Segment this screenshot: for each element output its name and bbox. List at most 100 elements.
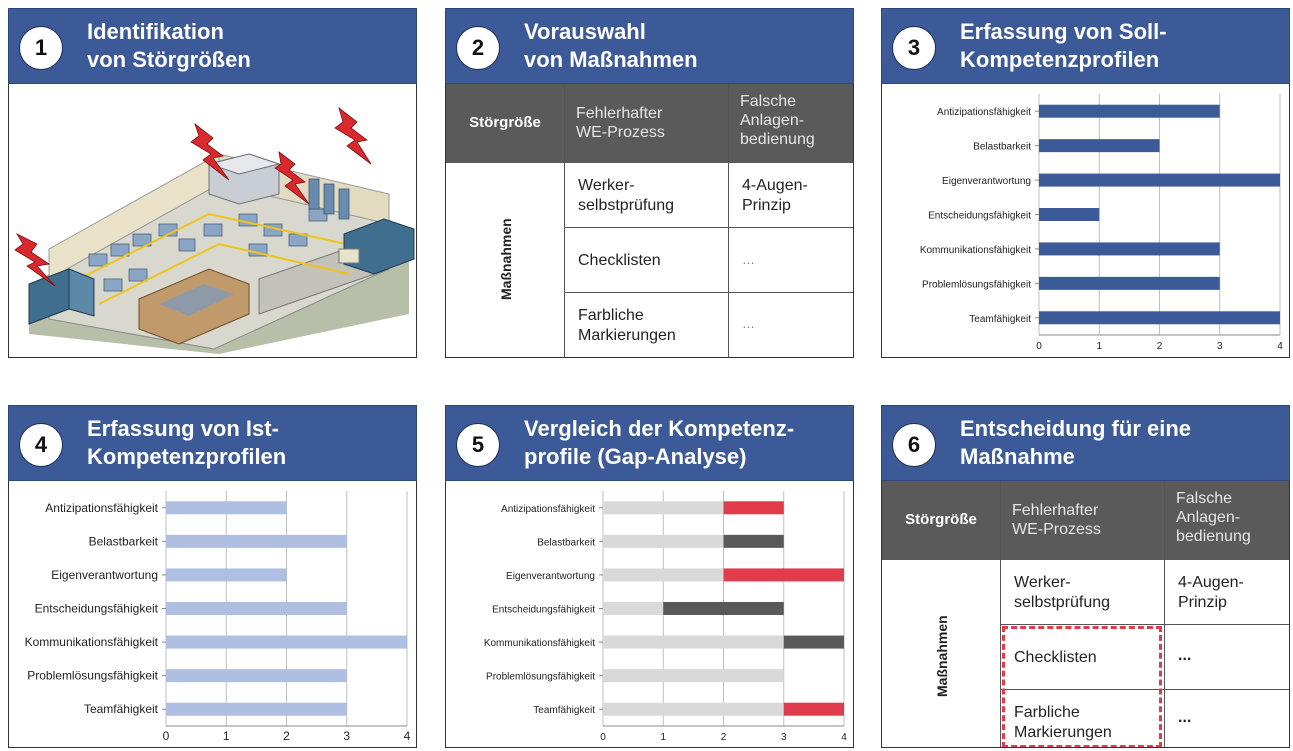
divider	[564, 227, 853, 228]
col2-line1: Falsche	[740, 93, 797, 110]
tick-label: 3	[1217, 341, 1223, 352]
category-label: Antizipationsfähigkeit	[937, 107, 1031, 118]
header-col-1: Fehlerhafter WE-Prozess	[1012, 501, 1101, 539]
panel-header: 4 Erfassung von Ist- Kompetenzprofilen	[8, 405, 417, 481]
panel-6: 6 Entscheidung für eine Maßnahme Störgrö…	[881, 405, 1290, 751]
header-col-2: Falsche Anlagen- bedienung	[740, 92, 815, 149]
bar	[783, 635, 844, 649]
r1c1-line1: Werker-	[1014, 574, 1071, 591]
step-number: 5	[456, 423, 500, 467]
header-col-2: Falsche Anlagen- bedienung	[1176, 489, 1251, 546]
r1c1-line1: Werker-	[578, 177, 635, 194]
panel-title: Erfassung von Ist- Kompetenzprofilen	[87, 415, 286, 471]
bar	[603, 534, 724, 548]
category-label: Problemlösungsfähigkeit	[486, 672, 595, 683]
bar	[166, 534, 347, 548]
bar	[603, 669, 784, 683]
bar	[783, 702, 844, 716]
bar	[1039, 276, 1220, 290]
step-number: 3	[892, 26, 936, 70]
bar	[603, 635, 784, 649]
panel-header: 6 Entscheidung für eine Maßnahme	[881, 405, 1290, 481]
category-label: Entscheidungsfähigkeit	[928, 211, 1031, 222]
bar	[166, 501, 287, 515]
r3c1-line1: Farbliche	[578, 307, 644, 324]
header-label: Störgröße	[905, 511, 977, 528]
tick-label: 3	[343, 729, 350, 743]
bar	[603, 702, 784, 716]
divider	[564, 292, 853, 293]
panel-3: 3 Erfassung von Soll- Kompetenzprofilen …	[881, 8, 1290, 358]
bar	[723, 534, 784, 548]
r1c2-line1: 4-Augen-	[1178, 574, 1244, 591]
cell-werker: Werker- selbstprüfung	[578, 176, 674, 216]
tick-label: 2	[283, 729, 290, 743]
r1c2-line1: 4-Augen-	[742, 177, 808, 194]
category-label: Problemlösungsfähigkeit	[27, 669, 158, 683]
tick-label: 1	[1096, 341, 1102, 352]
title-line-2: profile (Gap-Analyse)	[524, 444, 747, 469]
title-line-1: Vergleich der Kompetenz-	[524, 416, 795, 441]
r3c1-line2: Markierungen	[578, 327, 676, 344]
step-number: 2	[456, 26, 500, 70]
title-line-1: Vorauswahl	[524, 19, 646, 44]
category-label: Belastbarkeit	[537, 537, 595, 548]
cell-ellipsis: …	[742, 252, 755, 267]
tick-label: 1	[660, 732, 666, 743]
panel-header: 1 Identifikation von Störgrößen	[8, 8, 417, 84]
bar	[723, 568, 844, 582]
bar	[166, 602, 347, 615]
row-label: Maßnahmen	[934, 615, 950, 697]
bar	[663, 602, 784, 615]
panel-title: Entscheidung für eine Maßnahme	[960, 415, 1191, 471]
panel-title: Vergleich der Kompetenz- profile (Gap-An…	[524, 415, 794, 471]
col1-line2: WE-Prozess	[576, 124, 665, 141]
category-label: Belastbarkeit	[89, 534, 159, 548]
cell-4-augen: 4-Augen- Prinzip	[1178, 573, 1244, 613]
bar	[1039, 104, 1220, 118]
title-line-1: Identifikation	[87, 19, 224, 44]
col2-line2: Anlagen-	[740, 112, 805, 129]
tick-label: 1	[223, 729, 230, 743]
title-line-2: von Maßnahmen	[524, 47, 698, 72]
tick-label: 4	[841, 732, 847, 743]
bar	[1039, 311, 1280, 325]
r1c2-line2: Prinzip	[1178, 594, 1227, 611]
cell-werker: Werker- selbstprüfung	[1014, 573, 1110, 613]
category-label: Teamfähigkeit	[84, 702, 159, 716]
title-line-2: Kompetenzprofilen	[87, 444, 287, 469]
tick-label: 0	[600, 732, 606, 743]
panel-header: 3 Erfassung von Soll- Kompetenzprofilen	[881, 8, 1290, 84]
tick-label: 4	[404, 729, 411, 743]
bar	[1039, 139, 1160, 153]
table-header-row	[882, 481, 1289, 560]
bar	[166, 669, 347, 683]
col2-line2: Anlagen-	[1176, 509, 1241, 526]
factory-illustration	[14, 106, 415, 354]
r1c1-line2: selbstprüfung	[578, 197, 675, 214]
bar	[1039, 208, 1100, 221]
bar	[723, 501, 784, 515]
divider	[1000, 689, 1289, 690]
cell-ellipsis: …	[742, 316, 755, 331]
panel-header: 2 Vorauswahl von Maßnahmen	[445, 8, 854, 84]
divider	[728, 84, 729, 357]
divider	[1164, 481, 1165, 747]
cell-checklisten: Checklisten	[1014, 649, 1097, 666]
divider	[1000, 624, 1289, 625]
step-number: 6	[892, 423, 936, 467]
tick-label: 4	[1277, 341, 1283, 352]
title-line-2: von Störgrößen	[87, 47, 251, 72]
step-number: 4	[19, 423, 63, 467]
col2-line3: bedienung	[740, 131, 815, 148]
bar	[166, 568, 287, 582]
bar	[603, 602, 664, 615]
bar	[603, 501, 724, 515]
category-label: Eigenverantwortung	[506, 571, 595, 582]
row-label: Maßnahmen	[498, 218, 514, 300]
cell-4-augen: 4-Augen- Prinzip	[742, 176, 808, 216]
panel-4: 4 Erfassung von Ist- Kompetenzprofilen 0…	[8, 405, 417, 751]
